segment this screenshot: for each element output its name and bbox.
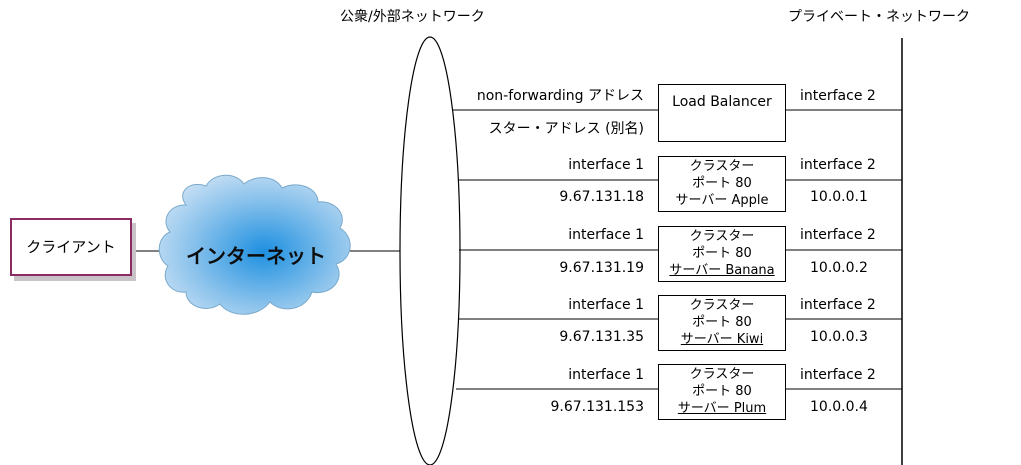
load-balancer-label: Load Balancer	[672, 94, 772, 110]
cluster-4-private-interface: interface 2	[800, 367, 876, 383]
private-network-header: プライベート・ネットワーク	[788, 9, 970, 25]
internet-label: インターネット	[186, 244, 326, 268]
cluster-1-public-ip: 9.67.131.18	[559, 189, 644, 205]
cluster-4-public-interface: interface 1	[568, 367, 644, 383]
cluster-3-server: サーバー Kiwi	[680, 332, 764, 347]
cluster-2-public-ip: 9.67.131.19	[559, 260, 644, 276]
cluster-3-box: クラスター ポート 80 サーバー Kiwi	[658, 295, 786, 351]
cluster-4-private-ip: 10.0.0.4	[810, 399, 868, 415]
cluster-2-server: サーバー Banana	[669, 263, 775, 278]
cluster-4-server: サーバー Plum	[677, 401, 767, 416]
cluster-2-private-interface: interface 2	[800, 227, 876, 243]
cluster-4-port: ポート 80	[692, 384, 752, 399]
cluster-3-public-ip: 9.67.131.35	[559, 329, 644, 345]
cluster-2-public-interface: interface 1	[568, 227, 644, 243]
client-box: クライアント	[10, 218, 132, 276]
cluster-1-port: ポート 80	[692, 176, 752, 191]
cluster-4-title: クラスター	[689, 367, 755, 382]
cluster-4-public-ip: 9.67.131.153	[550, 399, 644, 415]
cluster-4-box: クラスター ポート 80 サーバー Plum	[658, 364, 786, 420]
lb-interface-label: interface 2	[800, 88, 876, 104]
public-network-ellipse	[399, 36, 461, 465]
nfa-label: non-forwarding アドレス	[476, 88, 644, 104]
cluster-1-server: サーバー Apple	[675, 193, 769, 208]
cluster-1-private-ip: 10.0.0.1	[810, 189, 868, 205]
cluster-3-private-interface: interface 2	[800, 297, 876, 313]
cluster-3-private-ip: 10.0.0.3	[810, 329, 868, 345]
cluster-1-box: クラスター ポート 80 サーバー Apple	[658, 156, 786, 212]
cluster-3-public-interface: interface 1	[568, 297, 644, 313]
cluster-1-private-interface: interface 2	[800, 157, 876, 173]
client-label: クライアント	[26, 238, 116, 256]
cluster-1-public-interface: interface 1	[568, 157, 644, 173]
public-network-header: 公衆/外部ネットワーク	[340, 9, 485, 25]
cluster-3-title: クラスター	[689, 298, 755, 313]
internet-cloud	[158, 174, 351, 315]
cluster-2-port: ポート 80	[692, 246, 752, 261]
cluster-2-private-ip: 10.0.0.2	[810, 260, 868, 276]
cluster-3-port: ポート 80	[692, 315, 752, 330]
star-address-label: スター・アドレス (別名)	[488, 121, 644, 137]
cluster-2-box: クラスター ポート 80 サーバー Banana	[658, 226, 786, 282]
cluster-1-title: クラスター	[689, 159, 755, 174]
cluster-2-title: クラスター	[689, 229, 755, 244]
load-balancer-box: Load Balancer	[658, 84, 786, 142]
